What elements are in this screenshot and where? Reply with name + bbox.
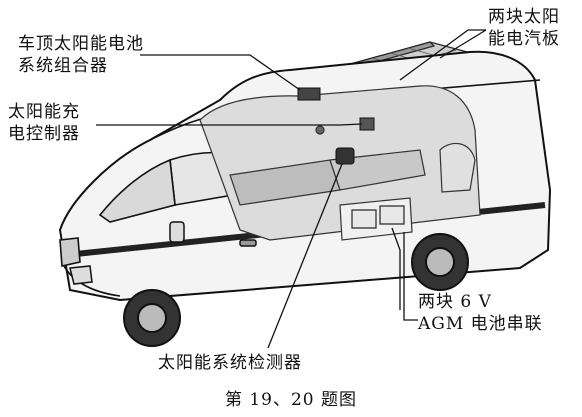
label-charge-controller-line2: 电控制器 bbox=[8, 124, 80, 144]
label-batteries: 两块 6 V AGM 电池串联 bbox=[418, 291, 543, 335]
system-monitor bbox=[335, 147, 355, 165]
leader-lines bbox=[96, 29, 487, 349]
label-batteries-line2: AGM 电池串联 bbox=[418, 314, 543, 334]
label-roof-combiner: 车顶太阳能电池 系统组合器 bbox=[18, 33, 144, 77]
label-roof-combiner-line2: 系统组合器 bbox=[18, 56, 108, 76]
battery-pack bbox=[351, 205, 405, 229]
label-charge-controller: 太阳能充 电控制器 bbox=[8, 101, 80, 145]
label-solar-panels: 两块太阳 能电汽板 bbox=[488, 6, 560, 50]
label-system-monitor: 太阳能系统检测器 bbox=[158, 353, 302, 373]
charge-controller bbox=[359, 117, 375, 131]
label-solar-panels-line2: 能电汽板 bbox=[488, 29, 560, 49]
van-details bbox=[69, 221, 257, 285]
label-roof-combiner-line1: 车顶太阳能电池 bbox=[18, 34, 144, 54]
label-charge-controller-line1: 太阳能充 bbox=[8, 102, 80, 122]
figure-caption: 第 19、20 题图 bbox=[224, 390, 358, 410]
wheels bbox=[123, 233, 469, 347]
combiner-box bbox=[297, 87, 321, 101]
label-batteries-line1: 两块 6 V bbox=[418, 292, 492, 312]
label-solar-panels-line1: 两块太阳 bbox=[488, 7, 560, 27]
